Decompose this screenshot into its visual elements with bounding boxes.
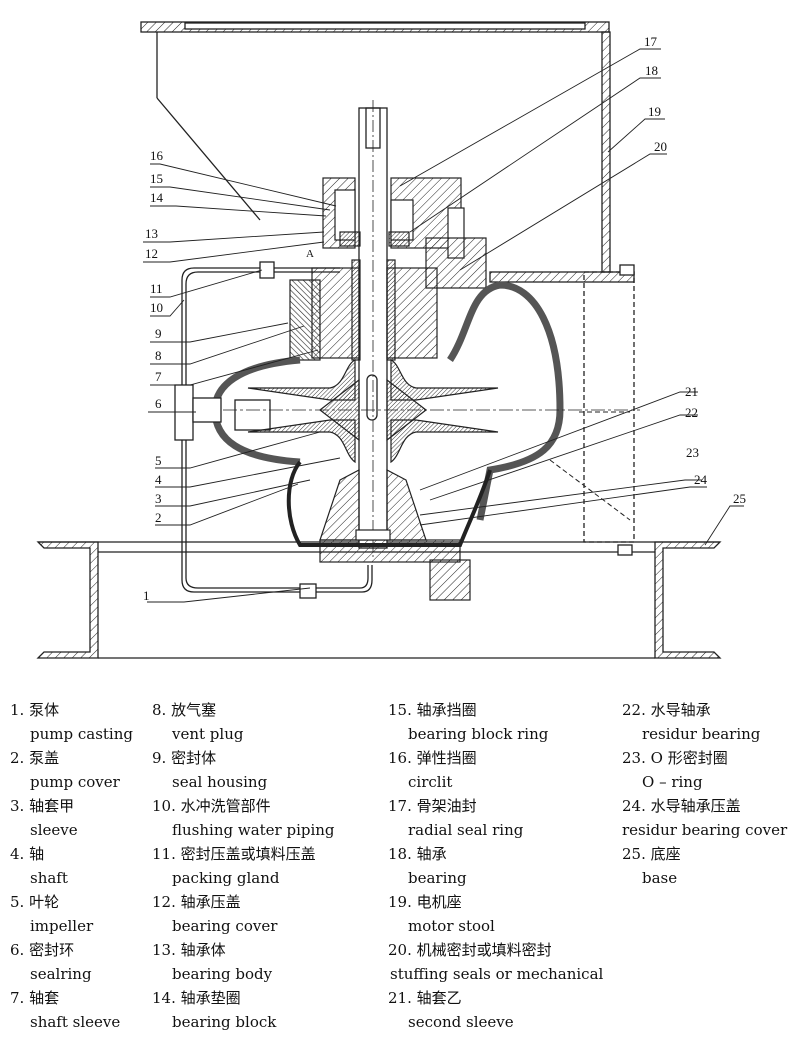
callout-labels: 1 2 3 4 5 6 7 8 9 10 11 12 13 14 15 16 1… (143, 34, 746, 603)
dashed-anchor (549, 411, 631, 521)
bearing-housing (322, 177, 487, 289)
lower-bearing (319, 469, 471, 601)
callout-7: 7 (155, 369, 162, 384)
callout-2: 2 (155, 510, 162, 525)
shaft (358, 100, 388, 560)
callout-16: 16 (150, 148, 164, 163)
callout-25: 25 (733, 491, 746, 506)
base-channel (36, 264, 722, 659)
callout-5: 5 (155, 453, 162, 468)
section-marker-a: A (306, 248, 314, 260)
seal-housing (289, 259, 438, 361)
callout-14: 14 (150, 190, 164, 205)
callout-21: 21 (685, 384, 698, 399)
leader-lines (143, 48, 744, 603)
motor-stool (140, 21, 611, 273)
callout-8: 8 (155, 348, 162, 363)
callout-22: 22 (685, 405, 698, 420)
flushing-pipe (174, 261, 373, 599)
callout-13: 13 (145, 226, 158, 241)
callout-23: 23 (686, 445, 699, 460)
callout-3: 3 (155, 491, 162, 506)
callout-19: 19 (648, 104, 661, 119)
pump-assembly-drawing: 1 2 3 4 5 6 7 8 9 10 11 12 13 14 15 16 1… (36, 21, 746, 659)
callout-20: 20 (654, 139, 667, 154)
callout-6: 6 (155, 396, 162, 411)
callout-4: 4 (155, 472, 162, 487)
callout-17: 17 (644, 34, 658, 49)
callout-18: 18 (645, 63, 658, 78)
callout-1: 1 (143, 588, 150, 603)
callout-10: 10 (150, 300, 163, 315)
callout-24: 24 (694, 472, 708, 487)
callout-11: 11 (150, 281, 163, 296)
impeller (200, 359, 640, 464)
callout-12: 12 (145, 246, 158, 261)
callout-15: 15 (150, 171, 163, 186)
callout-9: 9 (155, 326, 162, 341)
